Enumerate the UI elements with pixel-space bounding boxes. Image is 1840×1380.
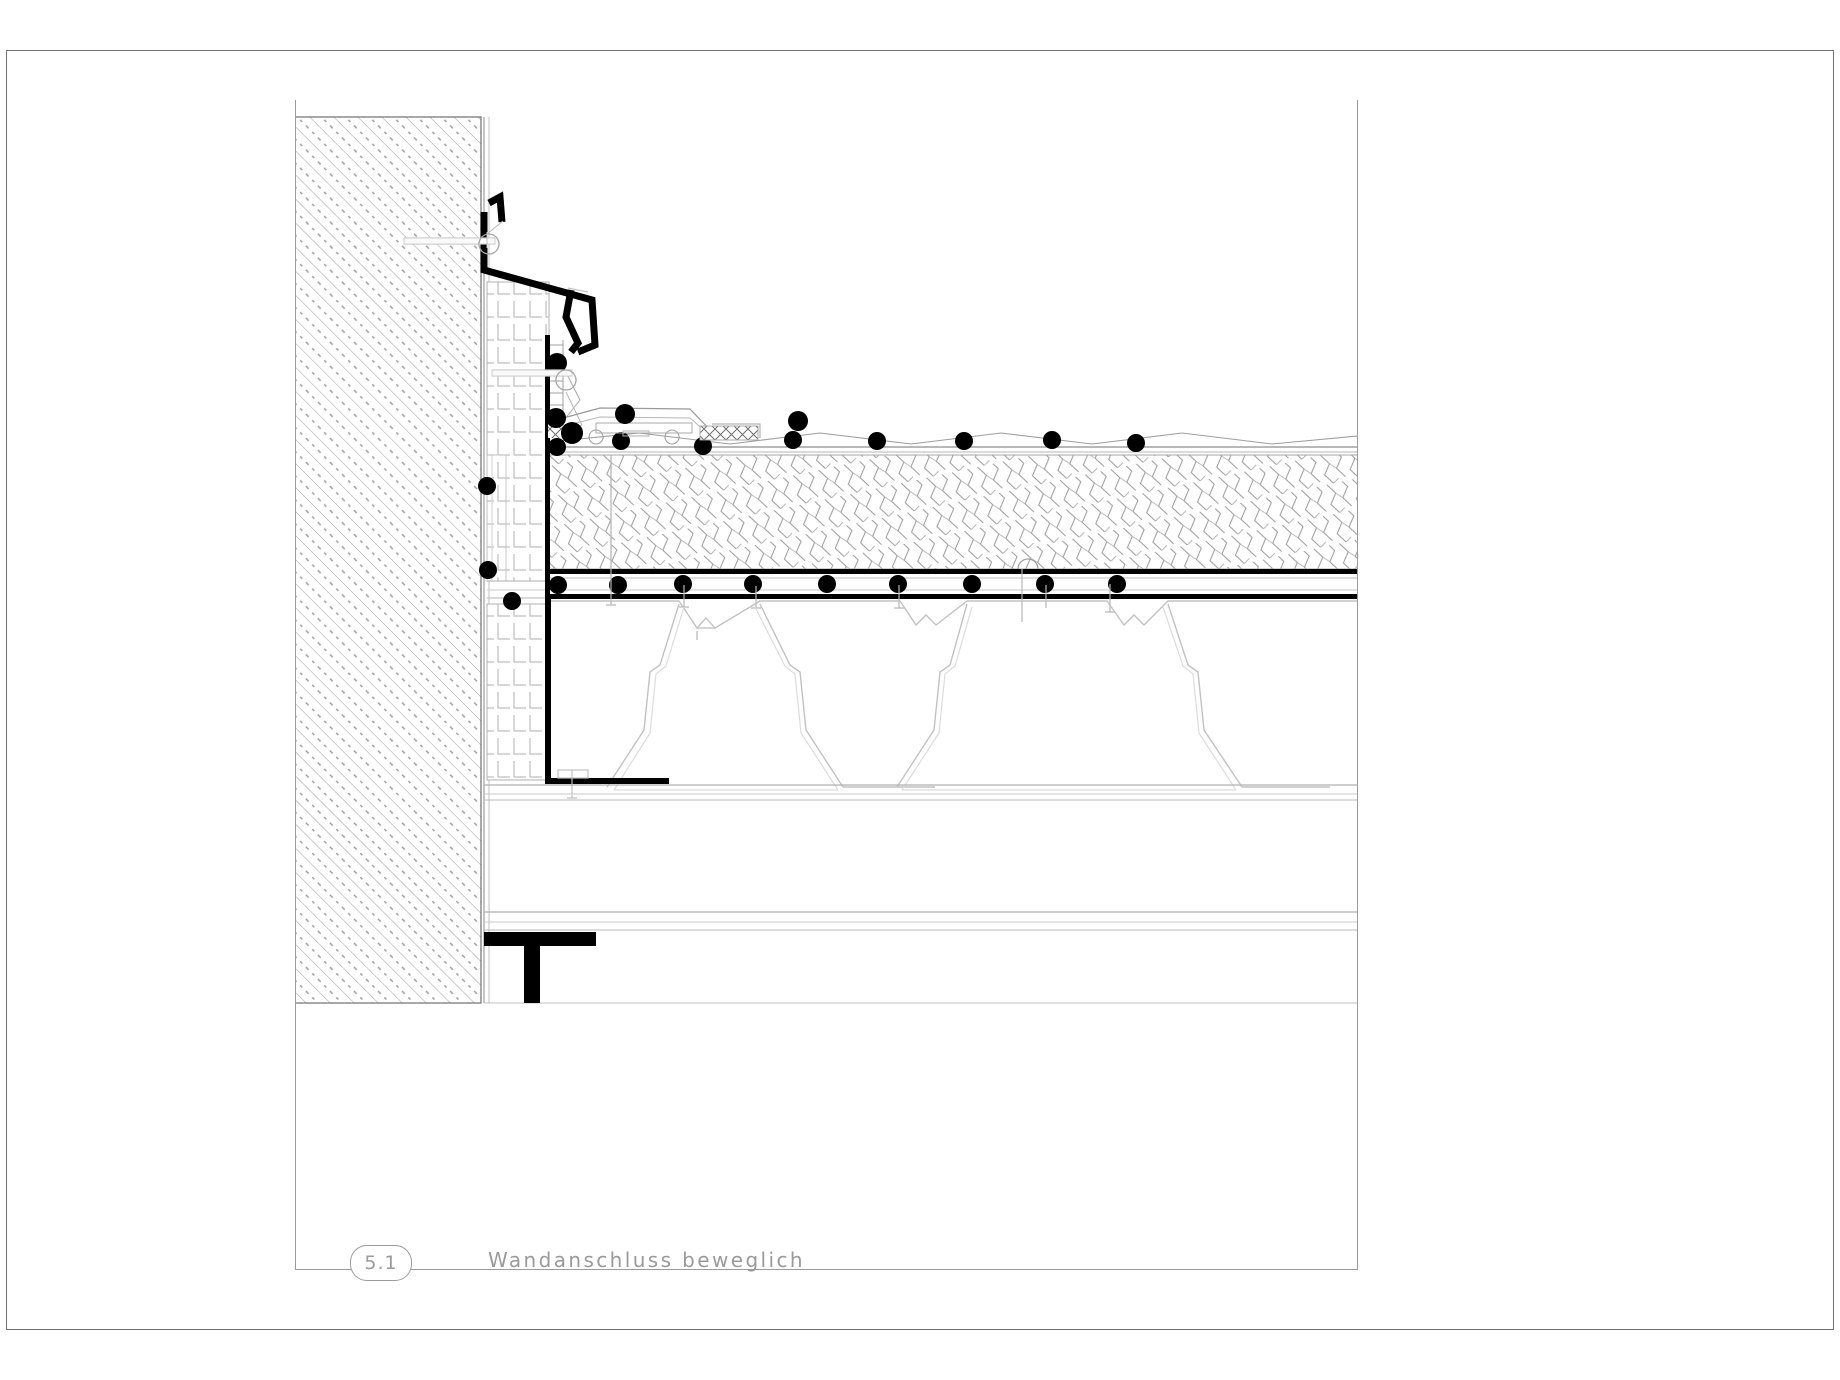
steel-t-beam	[484, 932, 596, 1003]
roof-waterproofing-membrane	[548, 432, 1357, 453]
fastener-dots-wall	[478, 477, 521, 610]
masonry-block-lower	[486, 603, 550, 781]
mineral-wool-insulation	[548, 454, 1357, 570]
concrete-wall	[296, 116, 482, 1004]
fastener-dots-lower	[549, 575, 1126, 594]
detail-title-label: Wandanschluss beweglich	[488, 1248, 805, 1272]
detail-tag-badge: 5.1	[350, 1245, 412, 1281]
masonry-block-upper	[486, 281, 550, 582]
deck-end-closure	[545, 596, 669, 784]
trapezoidal-steel-deck	[549, 600, 1357, 791]
lower-flashing-leaf	[491, 287, 589, 391]
vapour-barrier-layers	[545, 558, 1357, 784]
lower-ceiling-layers	[484, 784, 1357, 1004]
fastener-dots-edge	[546, 353, 808, 444]
deck-end-bracket	[557, 769, 589, 799]
metal-flashing-profile	[403, 191, 599, 356]
masonry-bed-joints	[487, 580, 552, 599]
fastener-dots-upper	[548, 431, 1145, 456]
